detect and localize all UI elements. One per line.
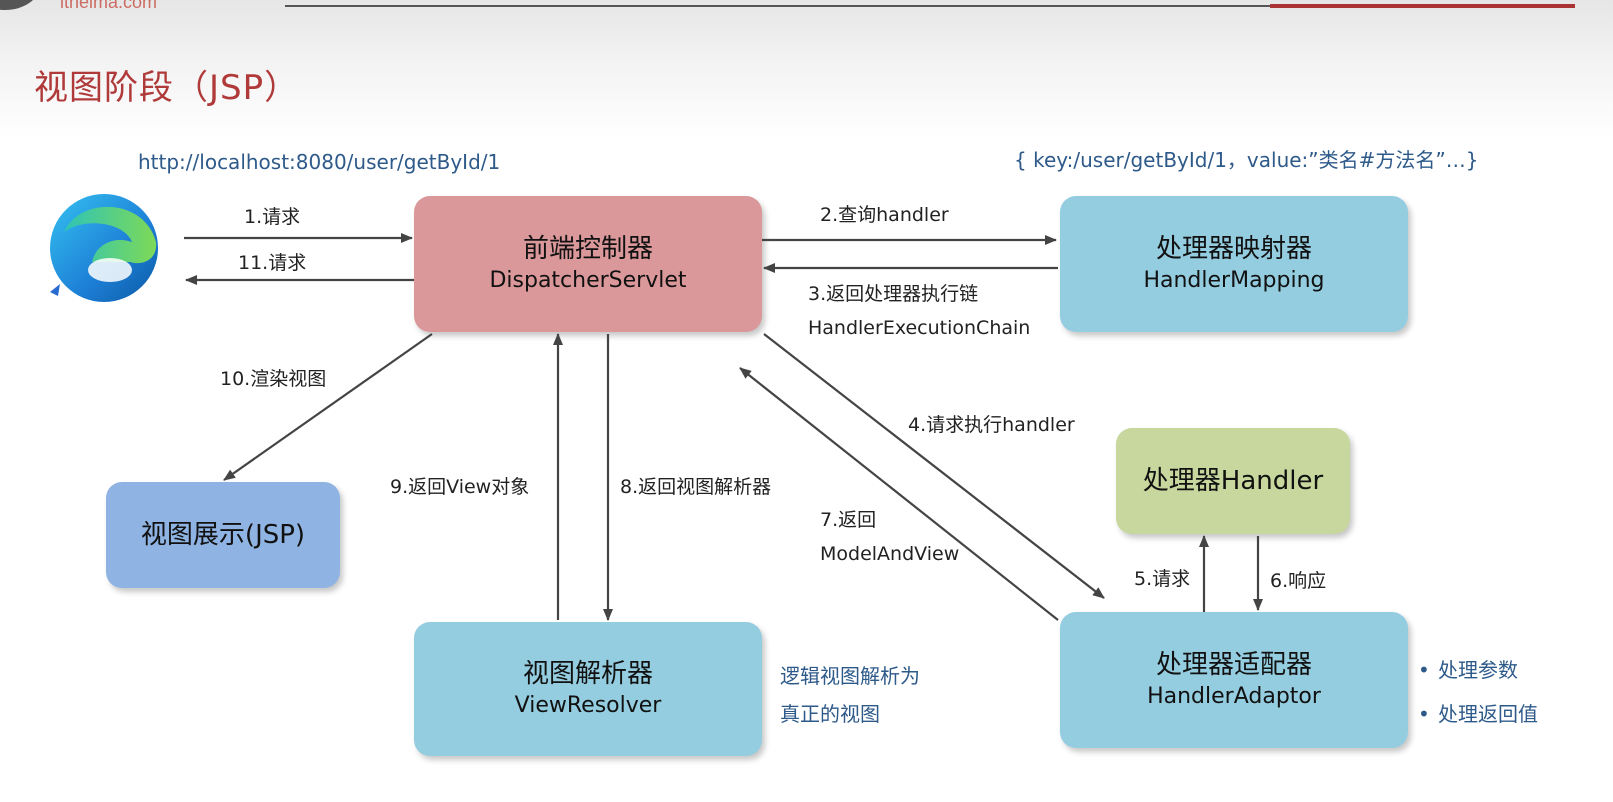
resolver-title: 视图解析器 [522, 659, 653, 689]
request-url: http://localhost:8080/user/getById/1 [138, 150, 501, 174]
view-display-box: 视图展示(JSP) [106, 482, 340, 588]
dispatcher-name: DispatcherServlet [489, 268, 687, 293]
mapping-title: 处理器映射器 [1155, 234, 1312, 264]
edge-label-7-line1: 7.返回 [820, 509, 877, 531]
handler-box: 处理器Handler [1116, 428, 1350, 534]
edge-label-11: 11.请求 [238, 252, 307, 274]
edge-label-4: 4.请求执行handler [908, 414, 1075, 436]
dispatcher-servlet-box: 前端控制器 DispatcherServlet [414, 196, 762, 332]
header-band: itheima.com [0, 0, 1613, 140]
resolver-desc-line1: 逻辑视图解析为 [780, 664, 920, 688]
header-accent-bar [1270, 4, 1575, 8]
resolver-name: ViewResolver [514, 693, 662, 718]
edge-label-8: 8.返回视图解析器 [620, 476, 772, 498]
edge-label-6: 6.响应 [1270, 570, 1327, 592]
view-resolver-box: 视图解析器 ViewResolver [414, 622, 762, 756]
edge-label-2: 2.查询handler [820, 204, 949, 226]
edge-label-10: 10.渲染视图 [220, 368, 327, 390]
bullet-item: • 处理返回值 [1418, 696, 1538, 740]
bullet-dot-icon: • [1418, 658, 1430, 682]
edge-label-3-line1: 3.返回处理器执行链 [808, 283, 979, 305]
handler-mapping-box: 处理器映射器 HandlerMapping [1060, 196, 1408, 332]
bullet-text: 处理返回值 [1438, 702, 1538, 726]
bullet-item: • 处理参数 [1418, 652, 1538, 696]
mapping-name: HandlerMapping [1143, 268, 1325, 293]
handler-map-note: { key:/user/getById/1，value:”类名#方法名”…} [1014, 148, 1479, 172]
edge-label-3-line2: HandlerExecutionChain [808, 317, 1031, 339]
dispatcher-title: 前端控制器 [522, 234, 653, 264]
bullet-dot-icon: • [1418, 702, 1430, 726]
edge-label-1: 1.请求 [244, 206, 301, 228]
page-title: 视图阶段（JSP） [34, 68, 300, 108]
adaptor-name: HandlerAdaptor [1147, 684, 1321, 709]
handler-adaptor-box: 处理器适配器 HandlerAdaptor [1060, 612, 1408, 748]
adaptor-bullet-list: • 处理参数 • 处理返回值 [1418, 652, 1538, 740]
edge-label-7: 7.返回 ModelAndView [820, 503, 959, 571]
edge-browser-icon [50, 194, 158, 302]
header-divider [285, 5, 1575, 7]
edge-label-7-line2: ModelAndView [820, 543, 960, 565]
arrow-4-execute-handler [763, 333, 1105, 599]
view-title: 视图展示(JSP) [140, 520, 306, 550]
edge-label-9: 9.返回View对象 [390, 476, 530, 498]
resolver-desc-line2: 真正的视图 [780, 702, 880, 726]
edge-label-5: 5.请求 [1134, 568, 1191, 590]
adaptor-title: 处理器适配器 [1155, 650, 1312, 680]
brand-watermark: itheima.com [60, 0, 158, 12]
arrow-10-render-view [223, 333, 433, 481]
handler-title: 处理器Handler [1142, 466, 1324, 496]
edge-label-3: 3.返回处理器执行链 HandlerExecutionChain [808, 277, 1030, 345]
bullet-text: 处理参数 [1438, 658, 1518, 682]
arrow-7-return-modelandview [739, 367, 1059, 621]
brand-logo-icon [0, 0, 40, 10]
